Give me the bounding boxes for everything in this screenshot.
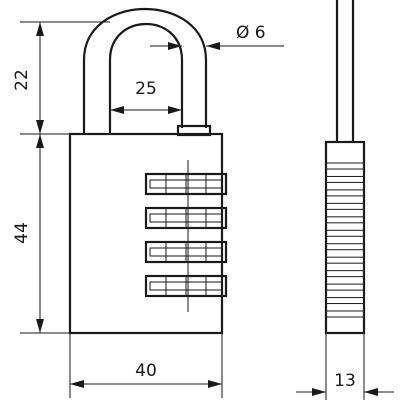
front-view <box>68 8 228 335</box>
side-rib <box>325 270 365 278</box>
side-body <box>324 140 366 335</box>
combination-wheel <box>144 274 228 298</box>
dim-label-shackle-height: 22 <box>12 69 32 91</box>
lock-body <box>68 132 224 335</box>
arrow-head <box>208 380 222 388</box>
side-rib <box>325 283 365 291</box>
shackle <box>82 8 212 137</box>
dim-label-body-height: 44 <box>12 222 32 244</box>
side-ribs <box>325 162 365 318</box>
side-rib <box>325 310 365 318</box>
side-rib <box>325 175 365 183</box>
arrow-head <box>312 388 326 396</box>
combination-wheel <box>144 240 228 264</box>
arrow-head <box>36 319 44 333</box>
combination-wheel <box>144 172 228 196</box>
arrow-head <box>36 22 44 36</box>
side-rib <box>325 162 365 170</box>
side-rib <box>325 256 365 264</box>
shackle-inner-contour <box>108 23 184 134</box>
arrow-head <box>206 42 220 50</box>
dim-label-shackle-inner-width: 25 <box>135 79 157 99</box>
arrow-head <box>364 388 378 396</box>
arrow-head <box>168 106 182 114</box>
side-rib <box>325 216 365 224</box>
dimension-lines: 22 44 25 Ø 6 40 13 <box>12 21 394 400</box>
dim-label-body-thickness: 13 <box>334 371 356 391</box>
side-rib <box>325 229 365 237</box>
side-rib <box>325 243 365 251</box>
arrow-head <box>70 380 84 388</box>
arrow-head <box>110 106 124 114</box>
side-rib <box>325 189 365 197</box>
side-rib <box>325 297 365 305</box>
dim-label-shackle-diameter: Ø 6 <box>236 23 266 43</box>
combination-wheel <box>144 206 228 230</box>
side-rib <box>325 202 365 210</box>
shackle-outer-contour <box>82 8 208 134</box>
dim-label-body-width: 40 <box>135 361 157 381</box>
arrow-head <box>36 134 44 148</box>
arrow-head <box>168 42 182 50</box>
combination-wheels <box>144 172 228 298</box>
arrow-head <box>36 120 44 134</box>
side-view <box>324 0 366 335</box>
